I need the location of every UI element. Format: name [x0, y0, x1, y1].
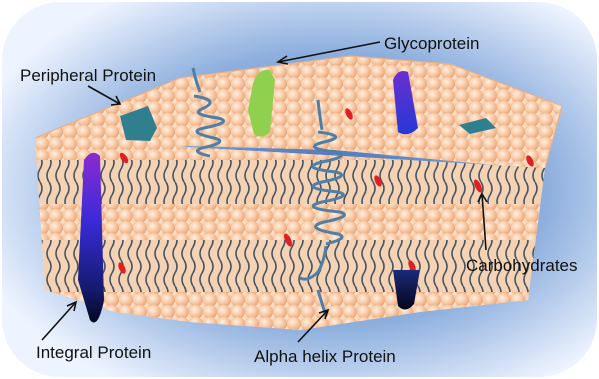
carbohydrates-label: Carbohydrates [466, 256, 578, 276]
integral-protein-label: Integral Protein [36, 343, 151, 363]
alpha-helix-protein-label: Alpha helix Protein [254, 347, 396, 367]
peripheral-protein-label: Peripheral Protein [20, 66, 156, 86]
lipid-bilayer-front [30, 135, 550, 335]
glycoprotein-label: Glycoprotein [384, 34, 479, 54]
